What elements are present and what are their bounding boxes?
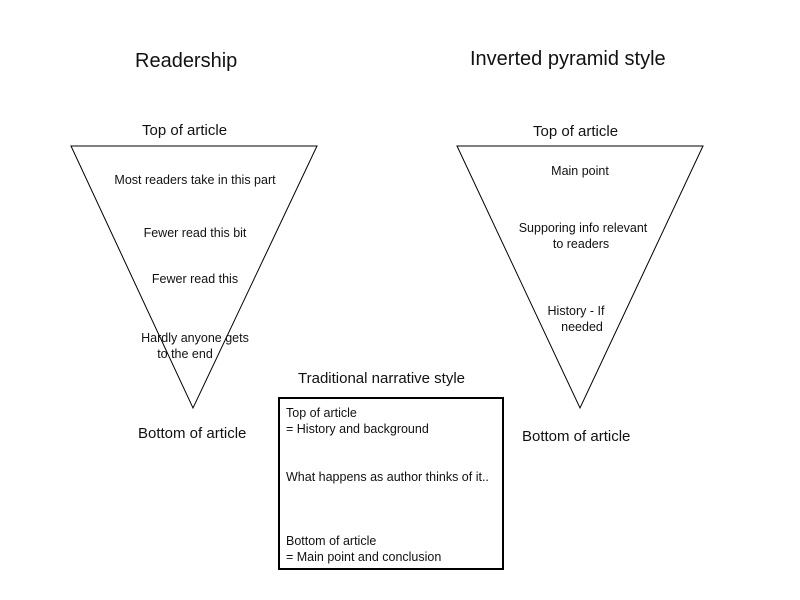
- inverted-pyramid-level-3: History - If: [547, 304, 605, 318]
- readership-top-label: Top of article: [142, 122, 228, 139]
- inverted-pyramid-bottom-label: Bottom of article: [522, 428, 631, 445]
- readership-bottom-label: Bottom of article: [138, 425, 247, 442]
- inverted-pyramid-triangle: [456, 145, 704, 410]
- traditional-line-4: Bottom of article: [286, 534, 377, 548]
- traditional-box: Top of article = History and background …: [278, 397, 504, 570]
- traditional-line-3: What happens as author thinks of it..: [286, 470, 489, 484]
- readership-triangle: [70, 145, 318, 410]
- traditional-line-1: Top of article: [286, 406, 357, 420]
- inverted-pyramid-level-2-cont: to readers: [552, 237, 610, 251]
- readership-title: Readership: [135, 50, 238, 72]
- readership-level-4-cont: to the end: [157, 347, 213, 361]
- traditional-title: Traditional narrative style: [298, 370, 466, 387]
- readership-level-1: Most readers take in this part: [114, 173, 276, 187]
- inverted-pyramid-level-1: Main point: [551, 164, 609, 178]
- traditional-line-2: = History and background: [286, 422, 429, 436]
- readership-level-2: Fewer read this bit: [143, 226, 247, 240]
- inverted-pyramid-top-label: Top of article: [533, 123, 619, 140]
- inverted-pyramid-level-2: Supporing info relevant: [518, 221, 648, 235]
- readership-level-3: Fewer read this: [151, 272, 239, 286]
- readership-level-4: Hardly anyone gets: [141, 331, 249, 345]
- inverted-pyramid-title: Inverted pyramid style: [470, 48, 666, 70]
- inverted-pyramid-level-3-cont: needed: [561, 320, 603, 334]
- traditional-line-5: = Main point and conclusion: [286, 550, 442, 564]
